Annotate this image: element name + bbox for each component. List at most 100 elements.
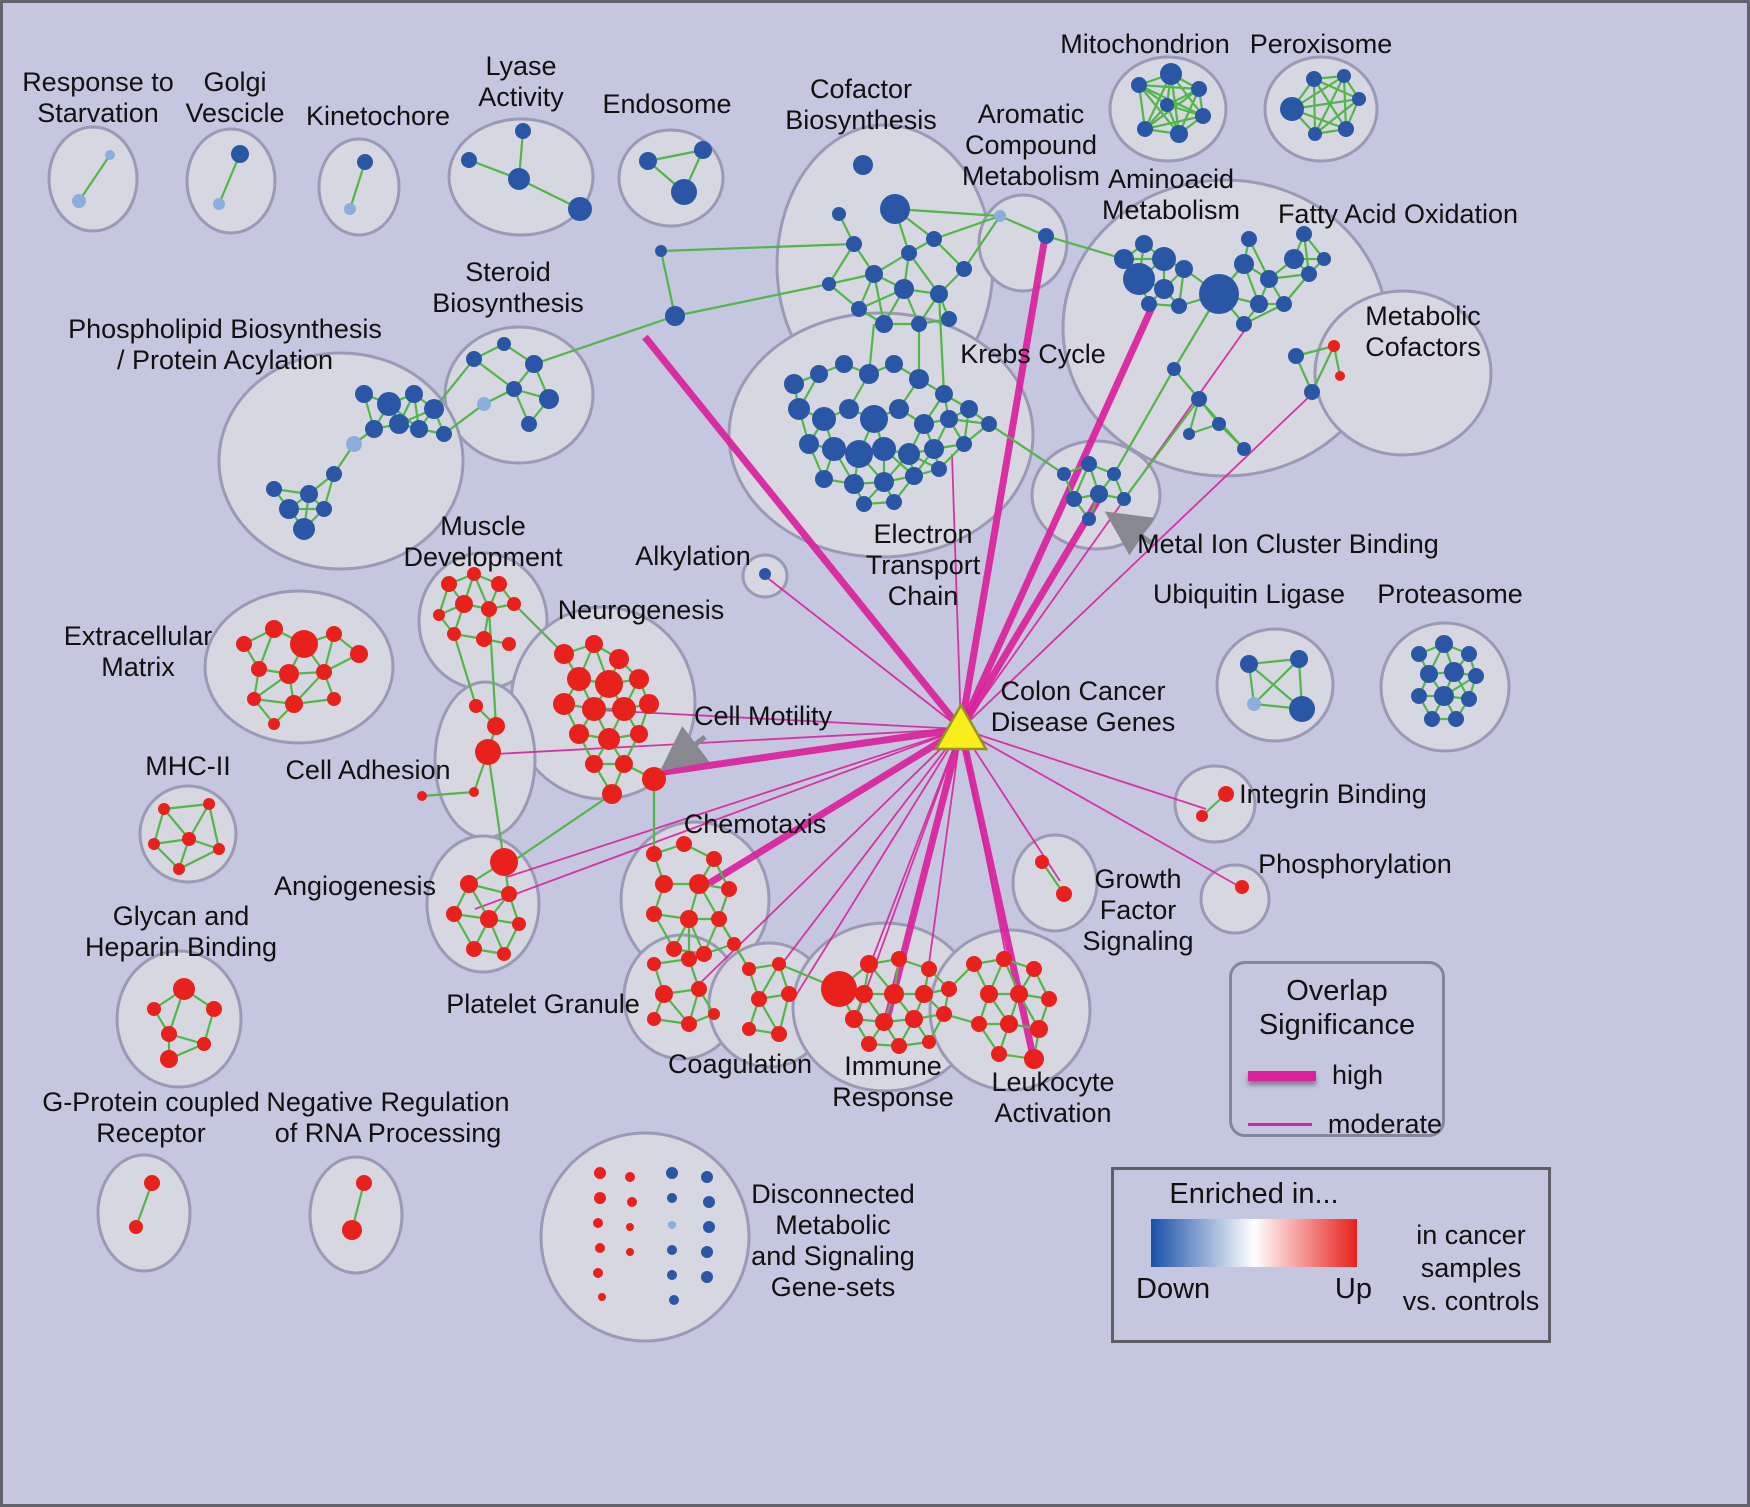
gene-set-node-proteasome-0: [1411, 646, 1427, 662]
gene-set-node-proteasome-4: [1444, 662, 1464, 682]
gene-set-node-kinetochore-1: [344, 203, 356, 215]
label-fatty-acid-oxidation: Fatty Acid Oxidation: [1278, 199, 1518, 229]
cluster-ellipse-kinetochore: [317, 137, 401, 237]
gene-set-node-leukocyte-activation-6: [971, 1016, 987, 1032]
gene-set-node-phospholipid-biosynthesis-protein-acylation-9: [326, 466, 342, 482]
gene-set-edge: [999, 214, 1047, 238]
pointer-arrow-0: [1104, 511, 1155, 556]
overlap-link-moderate: [794, 728, 962, 998]
gene-set-node-disconnected-metabolic-and-signaling-gene-sets-12: [667, 1193, 677, 1203]
gene-set-node-immune-response-8: [845, 1010, 863, 1028]
gene-set-node-chemotaxis-3: [655, 875, 673, 893]
gene-set-node-angiogenesis-5: [512, 917, 526, 931]
gene-set-node-metabolic-cofactors-0: [1288, 348, 1304, 364]
gene-set-node-electron-transport-chain-0: [784, 374, 804, 394]
gene-set-node-ubiquitin-ligase-3: [1289, 696, 1315, 722]
gene-set-node-steroid-biosynthesis-0: [466, 351, 482, 367]
gene-set-node-g-protein-coupled-receptor-0: [144, 1175, 160, 1191]
label-alkylation: Alkylation: [635, 541, 751, 571]
gene-set-node-bridge-nodes-0: [665, 306, 685, 326]
gene-set-node-leukocyte-activation-0: [966, 956, 982, 972]
cluster-ellipse-disconnected-metabolic-and-signaling-gene-sets: [539, 1131, 751, 1343]
gene-set-edge: [1138, 84, 1180, 135]
gene-set-node-muscle-development-9: [433, 609, 445, 621]
gene-set-node-electron-transport-chain-2: [835, 355, 853, 373]
gene-set-node-angiogenesis-0: [490, 848, 518, 876]
gene-set-node-neurogenesis-1: [585, 635, 603, 653]
label-neurogenesis: Neurogenesis: [558, 595, 725, 625]
gene-set-node-proteasome-1: [1435, 635, 1453, 653]
gene-set-node-neurogenesis-2: [609, 649, 629, 669]
gene-set-node-metal-ion-cluster-binding-3: [1066, 491, 1082, 507]
gene-set-node-extracellular-matrix-7: [316, 664, 332, 680]
overlap-link-moderate: [924, 728, 962, 994]
gene-set-node-electron-transport-chain-28: [981, 416, 997, 432]
gene-set-node-integrin-binding-0: [1196, 810, 1208, 822]
gene-set-node-chemotaxis-11: [727, 937, 741, 951]
gene-set-node-aminoacid-metabolism-4: [1154, 279, 1174, 299]
gene-set-node-electron-transport-chain-5: [909, 369, 929, 389]
label-endosome: Endosome: [602, 89, 731, 119]
gene-set-node-steroid-biosynthesis-4: [539, 389, 559, 409]
gene-set-cross-edge: [487, 608, 498, 727]
gene-set-edge: [1253, 658, 1300, 705]
gene-set-node-neurogenesis-8: [612, 697, 636, 721]
gene-set-node-mhc-ii-3: [182, 832, 196, 846]
gene-set-node-leukocyte-activation-4: [1010, 985, 1028, 1003]
gene-set-node-mitochondrion-3: [1195, 108, 1211, 124]
gene-set-node-cell-adhesion-1: [487, 717, 505, 735]
label-coagulation: Coagulation: [668, 1049, 812, 1079]
gene-set-node-muscle-development-5: [507, 597, 521, 611]
layer-arrows: [660, 511, 1155, 772]
gene-set-node-neurogenesis-7: [582, 697, 606, 721]
label-integrin-binding: Integrin Binding: [1239, 779, 1427, 809]
enrichment-title: Enriched in...: [1169, 1178, 1339, 1210]
gene-set-node-leukocyte-activation-5: [1041, 991, 1057, 1007]
gene-set-node-proteasome-2: [1461, 646, 1477, 662]
overlap-link-high: [957, 303, 1157, 731]
gene-set-node-integrin-binding-1: [1218, 786, 1234, 802]
gene-set-node-phospholipid-biosynthesis-protein-acylation-4: [389, 414, 409, 434]
gene-set-node-cofactor-biosynthesis-14: [832, 207, 846, 221]
gene-set-node-fatty-acid-oxidation-0: [1199, 274, 1239, 314]
label-kinetochore: Kinetochore: [306, 101, 450, 131]
legend-row-high: high: [1248, 1060, 1442, 1091]
gene-set-node-growth-factor-signaling-1: [1056, 886, 1072, 902]
gene-set-node-steroid-biosynthesis-1: [497, 337, 511, 351]
gene-set-edge: [1314, 98, 1360, 135]
gene-set-cross-edge: [486, 751, 506, 863]
overlap-link-high: [701, 726, 963, 890]
gene-set-node-cofactor-biosynthesis-7: [930, 285, 948, 303]
label-ubiquitin-ligase: Ubiquitin Ligase: [1153, 579, 1345, 609]
gene-set-node-phospholipid-biosynthesis-protein-acylation-1: [377, 392, 401, 416]
gene-set-node-electron-transport-chain-23: [905, 467, 923, 485]
gene-set-node-phospholipid-biosynthesis-protein-acylation-7: [436, 426, 452, 442]
cluster-ellipse-aromatic-compound-metabolism: [977, 193, 1069, 293]
gene-set-cross-edge: [443, 403, 485, 435]
label-peroxisome: Peroxisome: [1250, 29, 1393, 59]
gene-set-node-mitochondrion-6: [1160, 98, 1174, 112]
gene-set-node-electron-transport-chain-24: [931, 461, 947, 477]
overlap-link-moderate: [960, 728, 1207, 810]
gene-set-node-extracellular-matrix-5: [251, 661, 267, 677]
gene-set-node-neurogenesis-5: [629, 669, 649, 689]
gene-set-node-muscle-development-3: [455, 595, 473, 613]
gene-set-node-metal-ion-cluster-binding-0: [1057, 467, 1071, 481]
gene-set-node-immune-response-10: [905, 1010, 923, 1028]
gene-set-node-peroxisome-1: [1306, 71, 1322, 87]
gene-set-cross-edge: [533, 314, 676, 366]
gene-set-node-phospholipid-biosynthesis-protein-acylation-11: [279, 499, 299, 519]
gene-set-cross-edge: [674, 282, 830, 318]
gene-set-node-platelet-granule-5: [681, 1016, 697, 1032]
gene-set-node-cell-adhesion-0: [469, 699, 483, 713]
gene-set-node-metabolic-trail-1: [1191, 391, 1207, 407]
enrichment-up-label: Up: [1334, 1273, 1372, 1305]
label-chemotaxis: Chemotaxis: [684, 809, 827, 839]
cluster-ellipse-growth-factor-signaling: [1011, 833, 1099, 933]
